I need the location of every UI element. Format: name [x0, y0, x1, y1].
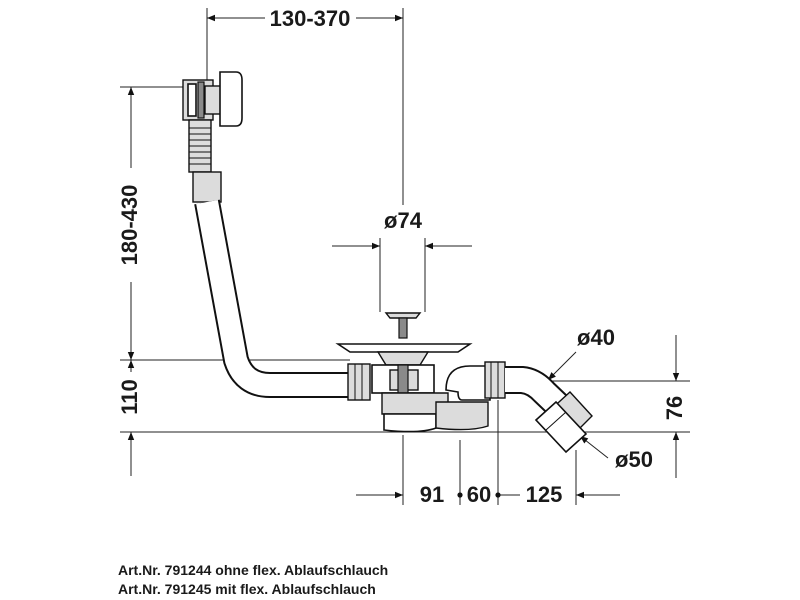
overflow-handle — [219, 71, 243, 127]
tub-floor — [335, 343, 473, 353]
dim-bottom-60: 60 — [467, 482, 491, 507]
dim-bottom-125: 125 — [526, 482, 563, 507]
outlet-nut — [484, 361, 506, 399]
dim-left-low: 110 — [117, 379, 142, 415]
dim-top-width: 130-370 — [270, 6, 351, 31]
dim-outlet-height: 76 — [662, 396, 687, 420]
bath-fitting — [182, 71, 593, 454]
article-line-1: Art.Nr. 791244 ohne flex. Ablaufschlauch — [118, 562, 388, 578]
trap — [383, 413, 437, 433]
dim-drain-diameter: ø74 — [384, 208, 423, 233]
dim-pipe-diameter: ø40 — [577, 325, 615, 350]
trap-riser — [445, 365, 491, 401]
dim-left-height: 180-430 — [117, 185, 142, 266]
dim-outlet-diameter: ø50 — [615, 447, 653, 472]
article-line-2: Art.Nr. 791245 mit flex. Ablaufschlauch — [118, 581, 376, 597]
drain-plug — [384, 312, 422, 319]
pipe-connector — [347, 363, 371, 401]
dim-bottom-91: 91 — [420, 482, 444, 507]
